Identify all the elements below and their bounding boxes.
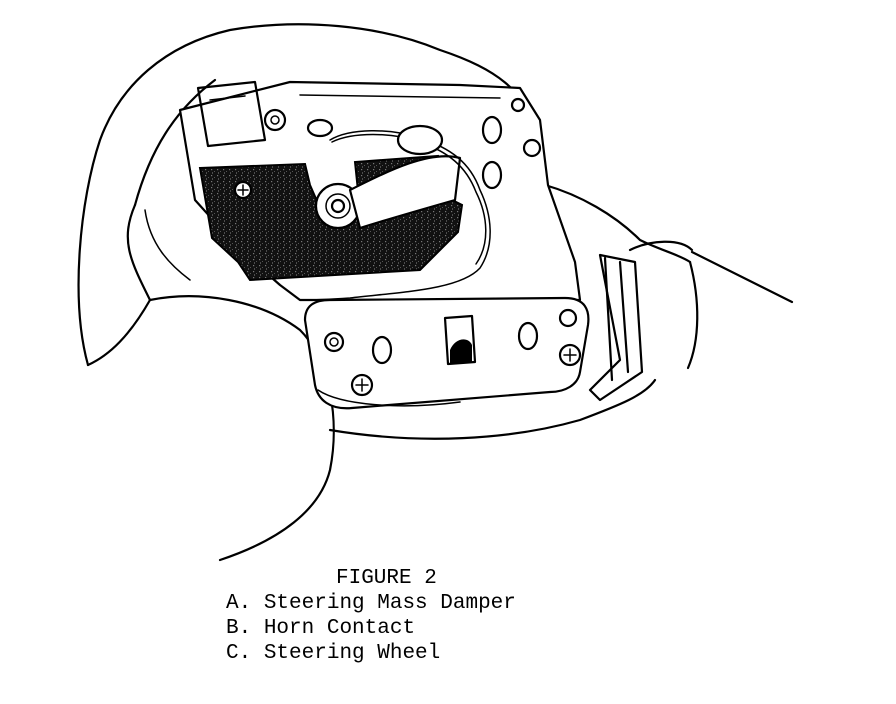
caption-item-text: Horn Contact (263, 617, 416, 640)
steering-mass-damper (198, 154, 464, 282)
horn-contact-plate (303, 296, 590, 410)
figure-title: FIGURE 2 (336, 567, 437, 590)
caption-item-letter: A. (226, 592, 252, 615)
figure-caption: FIGURE 2 A. Steering Mass Damper B. Horn… (226, 566, 646, 666)
caption-item-a: A. Steering Mass Damper (226, 591, 646, 616)
caption-item-text: Steering Mass Damper (263, 592, 516, 615)
caption-item-letter: C. (226, 642, 252, 665)
horn-contact-wire (299, 118, 491, 301)
caption-item-b: B. Horn Contact (226, 616, 646, 641)
caption-item-c: C. Steering Wheel (226, 641, 646, 666)
caption-item-letter: B. (226, 617, 252, 640)
right-spoke-bracket (588, 253, 644, 402)
caption-item-text: Steering Wheel (263, 642, 441, 665)
